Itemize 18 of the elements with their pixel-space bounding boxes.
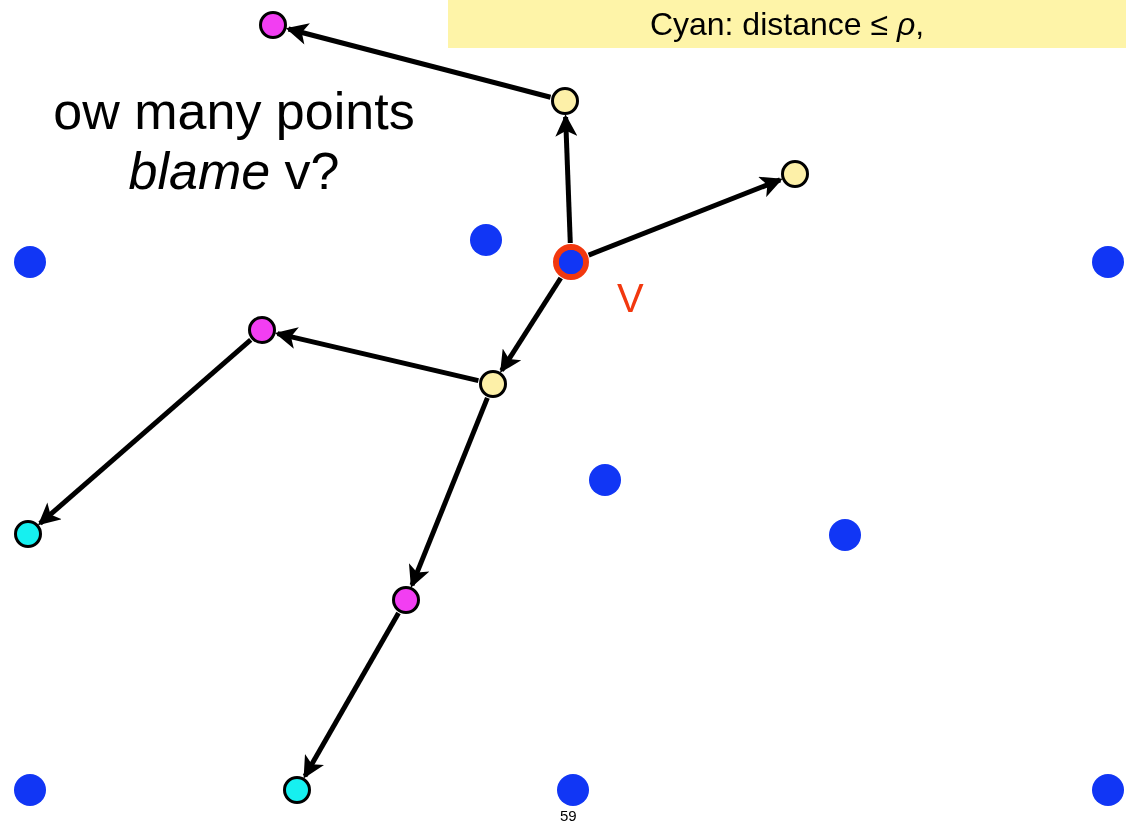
- point-marker: [551, 87, 579, 115]
- page-number: 59: [560, 808, 577, 823]
- heading-text: Cyan: distance ≤ ρ,: [649, 8, 925, 40]
- vertex-marker: [553, 244, 589, 280]
- vertex-label: V: [617, 278, 644, 318]
- point-marker: [392, 586, 420, 614]
- point-marker: [14, 520, 42, 548]
- point-marker: [259, 11, 287, 39]
- point-marker: [248, 316, 276, 344]
- point-marker: [781, 160, 809, 188]
- question-text: ow many points blame v?: [52, 82, 416, 202]
- highlight-box: [448, 0, 1126, 48]
- point-marker: [479, 370, 507, 398]
- arrow: [285, 23, 552, 100]
- arrow: [555, 114, 578, 244]
- arrow: [408, 396, 490, 588]
- point-marker: [283, 776, 311, 804]
- arrow: [274, 327, 479, 384]
